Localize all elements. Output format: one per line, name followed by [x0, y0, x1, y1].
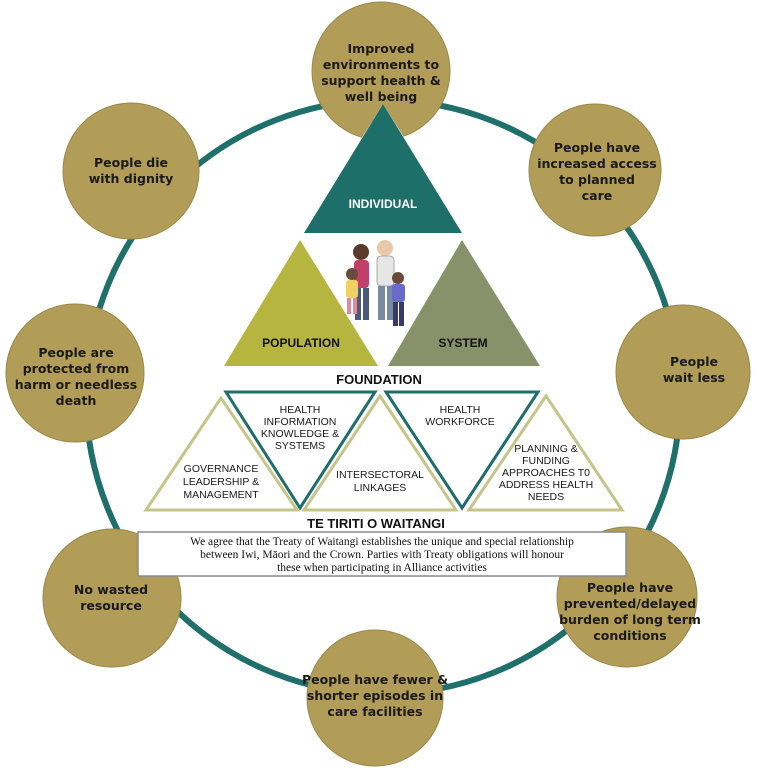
- svg-text:POPULATION: POPULATION: [262, 336, 340, 350]
- treaty-statement: We agree that the Treaty of Waitangi est…: [190, 536, 574, 574]
- family-illustration: [346, 240, 405, 326]
- svg-text:People have fewer &shorter epi: People have fewer &shorter episodes inca…: [302, 672, 448, 719]
- treaty-title: TE TIRITI O WAITANGI: [307, 516, 445, 531]
- svg-text:SYSTEM: SYSTEM: [438, 336, 487, 350]
- treaty-box: [137, 531, 627, 577]
- triangle-individual: INDIVIDUAL: [304, 104, 462, 233]
- triangle-system: SYSTEM: [388, 240, 540, 366]
- svg-text:INDIVIDUAL: INDIVIDUAL: [349, 197, 418, 211]
- foundation-title: FOUNDATION: [336, 372, 422, 387]
- triangle-population: POPULATION: [224, 240, 378, 366]
